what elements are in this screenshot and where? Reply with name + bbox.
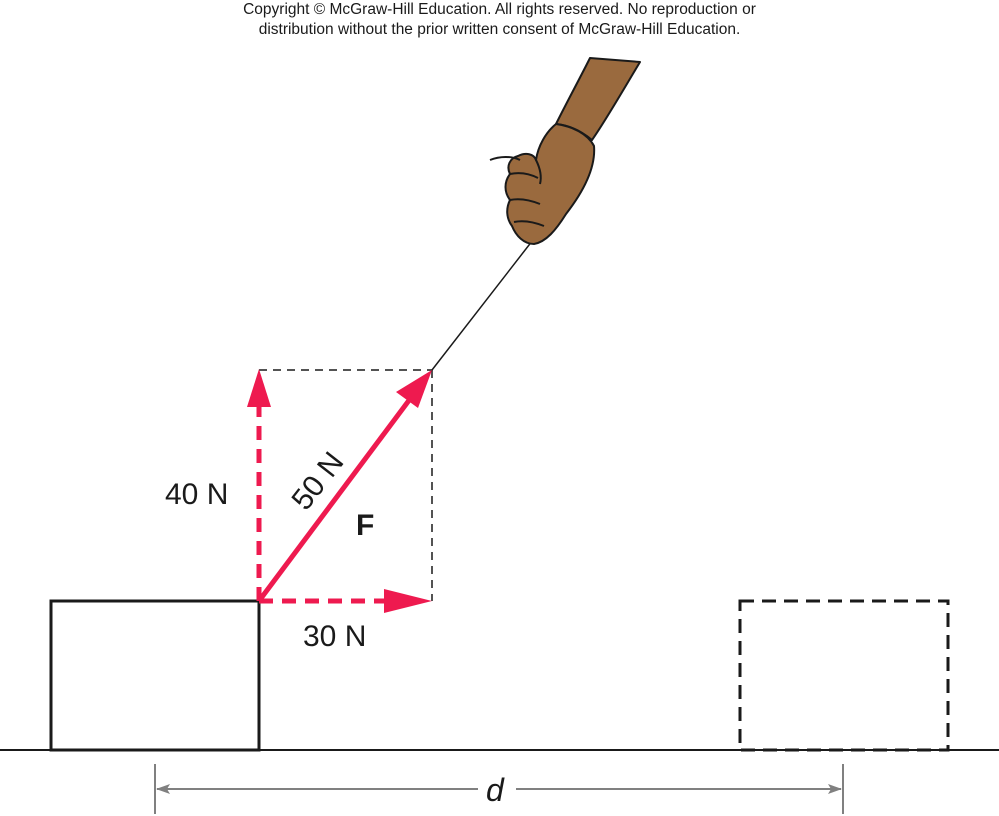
- box-initial: [49, 599, 261, 752]
- force-vector-label: F: [356, 509, 374, 542]
- hand-icon: [489, 57, 641, 245]
- resultant-arrowhead: [396, 370, 432, 408]
- vertical-arrowhead: [247, 369, 271, 407]
- copyright-line-1: Copyright © McGraw-Hill Education. All r…: [243, 1, 756, 18]
- copyright-notice: Copyright © McGraw-Hill Education. All r…: [0, 0, 999, 40]
- vertical-force-label: 40 N: [165, 478, 228, 511]
- resultant-force-label: 50 N: [286, 446, 351, 516]
- distance-label: d: [486, 772, 505, 808]
- rope: [431, 235, 537, 371]
- box-final: [738, 599, 950, 752]
- horizontal-force-label: 30 N: [303, 620, 366, 653]
- resultant-arrow: [256, 397, 413, 603]
- copyright-line-2: distribution without the prior written c…: [258, 21, 741, 38]
- horizontal-arrowhead: [384, 589, 432, 613]
